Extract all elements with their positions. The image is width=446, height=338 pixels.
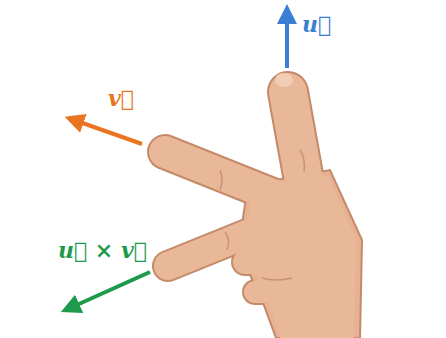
v-arrow [74,120,142,144]
u-arrow [285,14,289,68]
cross-product-label: u⃗ × v⃗ [58,236,147,265]
cross-arrow [70,272,150,308]
vector-label: v⃗ [108,84,134,113]
vector-label: u⃗ [302,10,331,39]
hand [165,73,362,338]
